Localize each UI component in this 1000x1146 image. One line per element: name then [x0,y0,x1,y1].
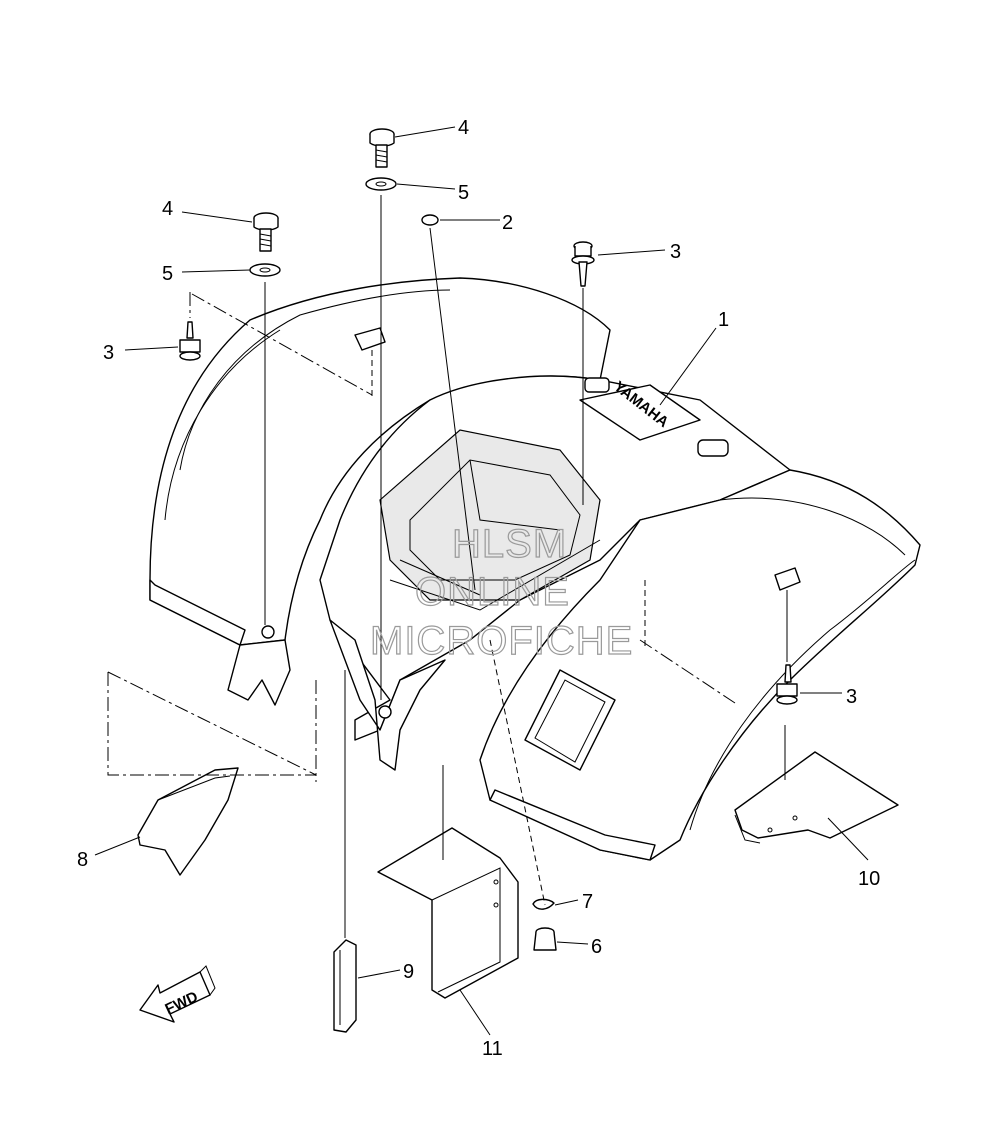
callout-4-left: 4 [162,198,173,220]
callout-8: 8 [77,849,88,871]
fender-left-skirt [149,579,246,646]
watermark-line-1: HLSM [452,522,567,566]
leader-lines [94,126,869,1036]
fender-center-flap [329,619,446,771]
strip-9 [333,939,357,1033]
callout-1: 1 [718,309,729,331]
nut-6 [533,927,557,951]
callout-3-left: 3 [103,342,114,364]
callout-11: 11 [482,1038,503,1060]
fender-logo-plate [579,384,701,441]
screw-3-left [179,321,201,361]
fwd-arrow: FWD [139,965,216,1023]
centerline-left-screw [189,292,373,396]
bolt-4-upper [369,128,395,168]
callout-10: 10 [858,868,880,890]
mount-hole-left [261,625,275,639]
watermark-line-3: MICROFICHE [370,619,633,663]
callout-6: 6 [591,936,602,958]
fender-inner-tub [379,429,601,601]
centerline-guard [639,639,739,706]
hidden-lines [371,350,646,650]
centerline-mudflap [107,671,317,782]
tie-down-slot-right [697,439,729,457]
callout-7: 7 [582,891,593,913]
bolt-4-left [253,212,279,252]
watermark: HLSM ONLINE MICROFICHE [369,521,633,663]
guard-10 [734,751,899,839]
callout-5-upper: 5 [458,182,469,204]
callout-3-upper-right: 3 [670,241,681,263]
fender-right-shell [479,469,921,861]
watermark-line-2: ONLINE [415,570,570,614]
washer-5-upper [365,177,397,191]
mount-tab-right [774,567,801,591]
callout-3-lower-right: 3 [846,686,857,708]
mount-hole-center [378,705,392,719]
tie-down-slot-left [584,377,610,393]
callout-5-left: 5 [162,263,173,285]
assembly-line-clip [489,639,546,906]
panel-11 [377,827,519,999]
callout-9: 9 [403,961,414,983]
mount-tab-left [354,327,386,351]
callout-2: 2 [502,212,513,234]
washer-5-left [249,263,281,277]
callout-4-upper: 4 [458,117,469,139]
clip-7 [532,898,555,910]
assembly-line-plug [429,227,476,591]
mudflap-8 [137,767,239,876]
plug-2 [421,214,439,226]
screw-3-lower-right [776,664,798,705]
screw-3-upper-right [571,241,595,287]
fwd-arrow-icon [139,971,211,1023]
fender-left-wheelwell [227,639,291,706]
fender-right-skirt [489,789,656,861]
